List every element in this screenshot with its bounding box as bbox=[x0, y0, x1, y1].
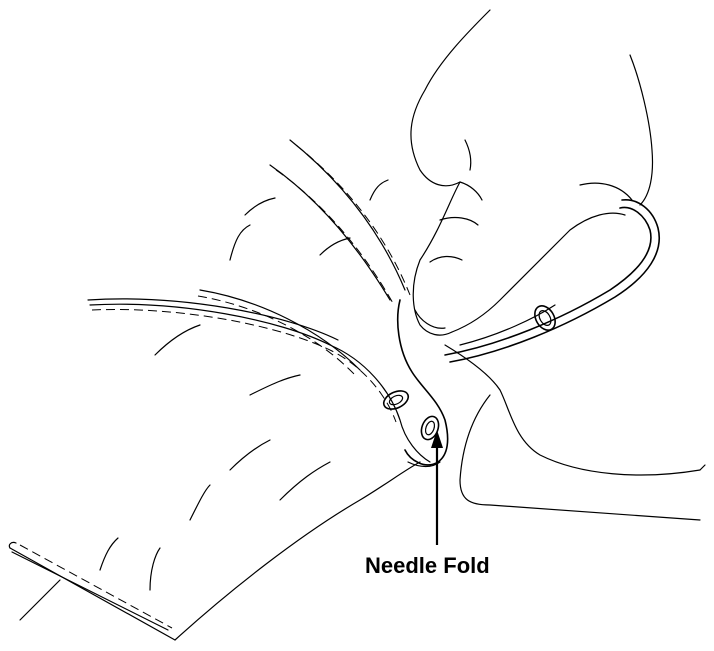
grommet-icon bbox=[381, 387, 442, 442]
needle-fold-label: Needle Fold bbox=[365, 553, 490, 579]
callout-arrow-icon bbox=[431, 430, 443, 545]
hand-icon bbox=[411, 10, 705, 520]
